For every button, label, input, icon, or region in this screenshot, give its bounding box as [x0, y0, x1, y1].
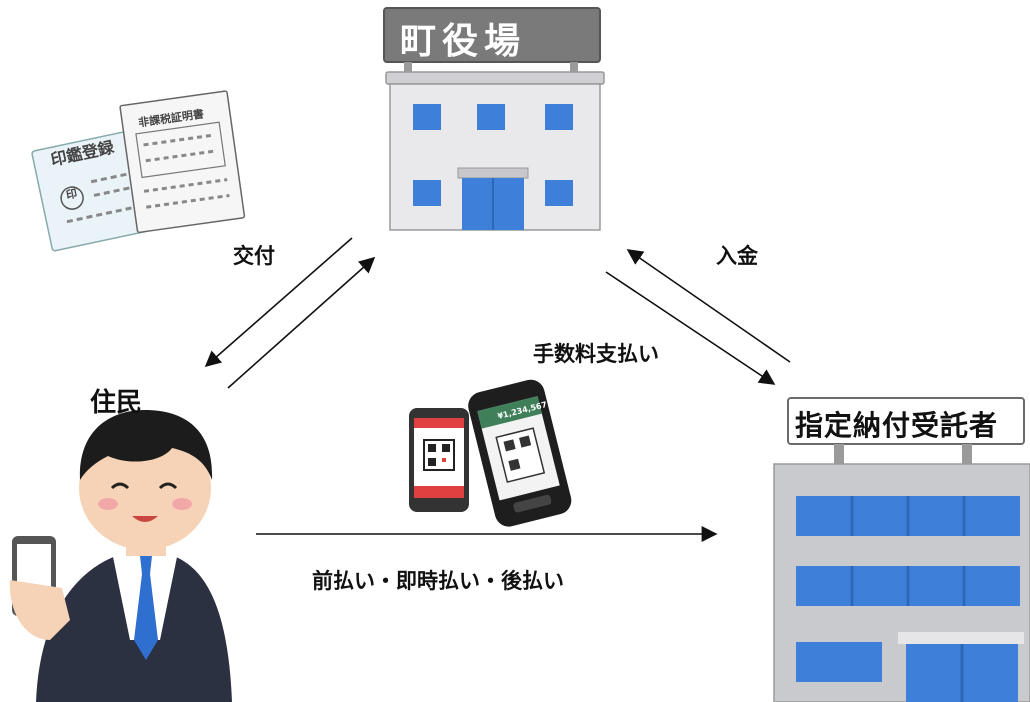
smartphone-qr-icon [409, 408, 469, 512]
payment-terminal-icon [468, 379, 572, 527]
label-deposit: 入金 [716, 244, 758, 268]
town-hall-sign: 町役場 [400, 21, 527, 62]
label-payment-types: 前払い・即時払い・後払い [312, 569, 564, 593]
arrow-fee-payment [605, 271, 776, 385]
agent-building-icon [773, 397, 1030, 702]
town-hall-building-icon [383, 7, 605, 231]
label-issue: 交付 [233, 244, 275, 268]
agent-sign: 指定納付受託者 [795, 409, 999, 442]
resident-person-icon [9, 410, 232, 702]
arrow-issue [204, 237, 353, 368]
arrow-request [227, 256, 376, 389]
label-resident: 住民 [90, 388, 143, 418]
label-fee-payment: 手数料支払い [533, 342, 659, 366]
certificates-icon [31, 90, 246, 252]
arrow-deposit [626, 249, 791, 363]
